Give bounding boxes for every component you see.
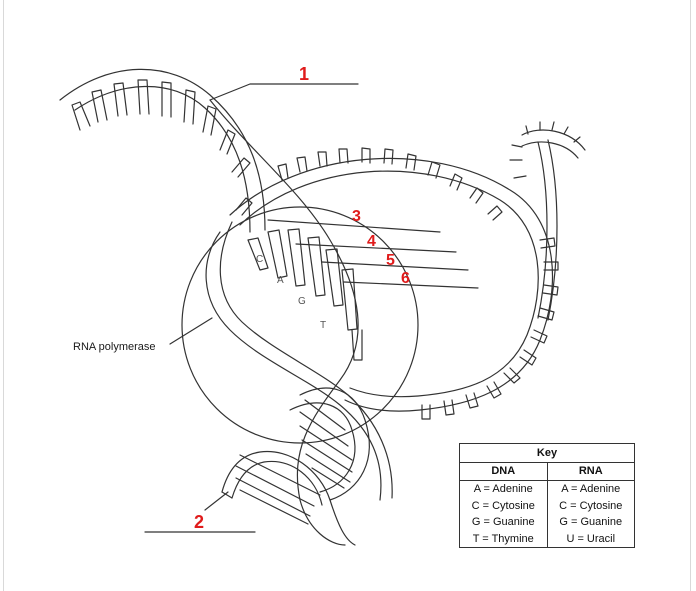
dna-lower-base-pairs: [235, 399, 353, 525]
key-rna-row: G = Guanine: [559, 516, 623, 528]
base-letter-g: G: [298, 296, 306, 307]
marker-3-leader-line: [267, 219, 441, 233]
marker-6: 6: [401, 270, 410, 287]
dna-lower-helix-b: [221, 450, 356, 546]
base-letter-a: A: [277, 275, 284, 286]
transcription-bubble-bases: [235, 197, 363, 361]
key-rna-header: RNA: [547, 463, 634, 481]
rna-polymerase-label: RNA polymerase: [73, 341, 156, 353]
key-dna-row: A = Adenine: [473, 483, 533, 495]
base-key-table: Key DNA A = Adenine C = Cytosine G = Gua…: [459, 443, 635, 548]
marker-5: 5: [386, 252, 395, 269]
marker-1: 1: [299, 64, 309, 84]
marker-4-leader-line: [295, 243, 457, 253]
key-title: Key: [460, 444, 634, 463]
key-rna-column: RNA A = Adenine C = Cytosine G = Guanine…: [546, 463, 634, 547]
dna-template-strand: [209, 99, 359, 546]
key-dna-column: DNA A = Adenine C = Cytosine G = Guanine…: [460, 463, 547, 547]
marker-6-leader-line: [343, 281, 479, 289]
marker-2-leader-line: [204, 491, 229, 511]
dna-strand-upper-inner: [74, 85, 251, 233]
marker-2: 2: [194, 512, 204, 532]
dna-lower-helix-a: [299, 387, 370, 501]
key-rna-row: U = Uracil: [566, 532, 616, 545]
rna-tail-strand-right: [547, 139, 558, 321]
rna-transcript-bases: [277, 147, 559, 420]
marker-5-leader-line: [321, 261, 469, 271]
base-letter-t: T: [320, 320, 326, 331]
key-rna-row: C = Cytosine: [559, 499, 623, 512]
key-dna-row: C = Cytosine: [471, 499, 535, 512]
key-dna-row: G = Guanine: [471, 516, 535, 528]
base-letter-c: C: [256, 254, 263, 265]
key-rna-row: A = Adenine: [561, 483, 621, 495]
rna-transcript-inner: [239, 170, 539, 398]
marker-4: 4: [367, 233, 376, 250]
page-border-left: [3, 0, 4, 591]
marker-1-leader-line: [209, 83, 359, 101]
rna-polymerase-body: [181, 206, 419, 444]
dna-coding-strand: [205, 231, 382, 501]
marker-3: 3: [352, 208, 361, 225]
key-dna-header: DNA: [460, 463, 547, 481]
rna-tail-top-bases: [509, 121, 581, 179]
dna-strand-upper-outer: [59, 68, 266, 231]
key-dna-row: T = Thymine: [472, 532, 534, 545]
rna-polymerase-leader-line: [169, 317, 213, 345]
page-border-right: [690, 0, 691, 591]
dna-upper-base-pairs: [71, 79, 251, 178]
